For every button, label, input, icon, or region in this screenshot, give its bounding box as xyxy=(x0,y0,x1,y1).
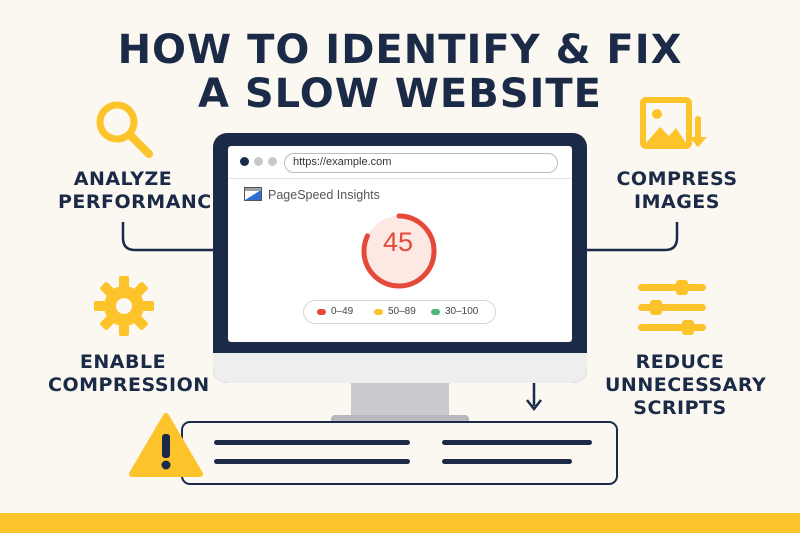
legend-dot-good xyxy=(431,309,440,315)
step-reduce-label: REDUCE UNNECESSARY SCRIPTS xyxy=(605,351,767,420)
connector-compress xyxy=(587,222,679,252)
step-compress-line-1: COMPRESS xyxy=(616,168,738,190)
monitor-chin xyxy=(213,353,587,383)
page-title-line-1: HOW TO IDENTIFY & FIX xyxy=(117,27,683,73)
window-dot-2[interactable] xyxy=(254,157,263,166)
performance-score: 45 xyxy=(382,227,414,257)
step-enable-line-2: COMPRESSION xyxy=(48,374,210,396)
step-analyze-label: ANALYZE PERFORMANCE xyxy=(58,168,226,214)
legend-dot-average xyxy=(374,309,383,315)
step-reduce-line-3: SCRIPTS xyxy=(633,397,727,419)
step-analyze-line-2: PERFORMANCE xyxy=(58,191,226,213)
step-compress-label: COMPRESS IMAGES xyxy=(612,168,742,214)
report-line-2 xyxy=(442,440,592,445)
report-line-4 xyxy=(442,459,572,464)
address-bar[interactable]: https://example.com xyxy=(284,153,558,173)
step-compress-line-2: IMAGES xyxy=(634,191,720,213)
step-enable-label: ENABLE COMPRESSION xyxy=(48,351,210,397)
window-dot-1[interactable] xyxy=(240,157,249,166)
warning-icon xyxy=(129,413,203,477)
window-dot-3[interactable] xyxy=(268,157,277,166)
page-title-line-2: A SLOW WEBSITE xyxy=(197,71,603,117)
score-legend xyxy=(303,300,496,324)
step-enable-line-1: ENABLE xyxy=(79,351,167,373)
report-line-3 xyxy=(214,459,410,464)
score-gauge-fill xyxy=(364,216,434,286)
step-analyze-line-1: ANALYZE xyxy=(73,168,173,190)
legend-range-good: 30–100 xyxy=(445,306,479,317)
sliders-icon xyxy=(638,280,706,335)
footer-accent-bar xyxy=(0,513,800,533)
score-gauge-arc xyxy=(361,213,437,289)
pagespeed-logo-icon xyxy=(244,187,262,201)
pagespeed-title: PageSpeed Insights xyxy=(268,188,380,202)
toolbar-divider xyxy=(228,178,572,179)
image-icon xyxy=(640,97,707,149)
legend-dot-poor xyxy=(317,309,326,315)
report-card xyxy=(181,421,618,485)
connector-analyze xyxy=(121,222,213,252)
report-line-1 xyxy=(214,440,410,445)
monitor-stand xyxy=(351,383,449,417)
score-gauge xyxy=(361,213,437,289)
step-reduce-line-2: UNNECESSARY xyxy=(605,374,767,396)
step-reduce-line-1: REDUCE xyxy=(635,351,725,373)
arrow-head xyxy=(526,399,542,412)
legend-range-average: 50–89 xyxy=(388,306,416,317)
legend-range-poor: 0–49 xyxy=(331,306,354,317)
magnifier-icon xyxy=(96,101,153,158)
gear-icon xyxy=(94,276,154,336)
